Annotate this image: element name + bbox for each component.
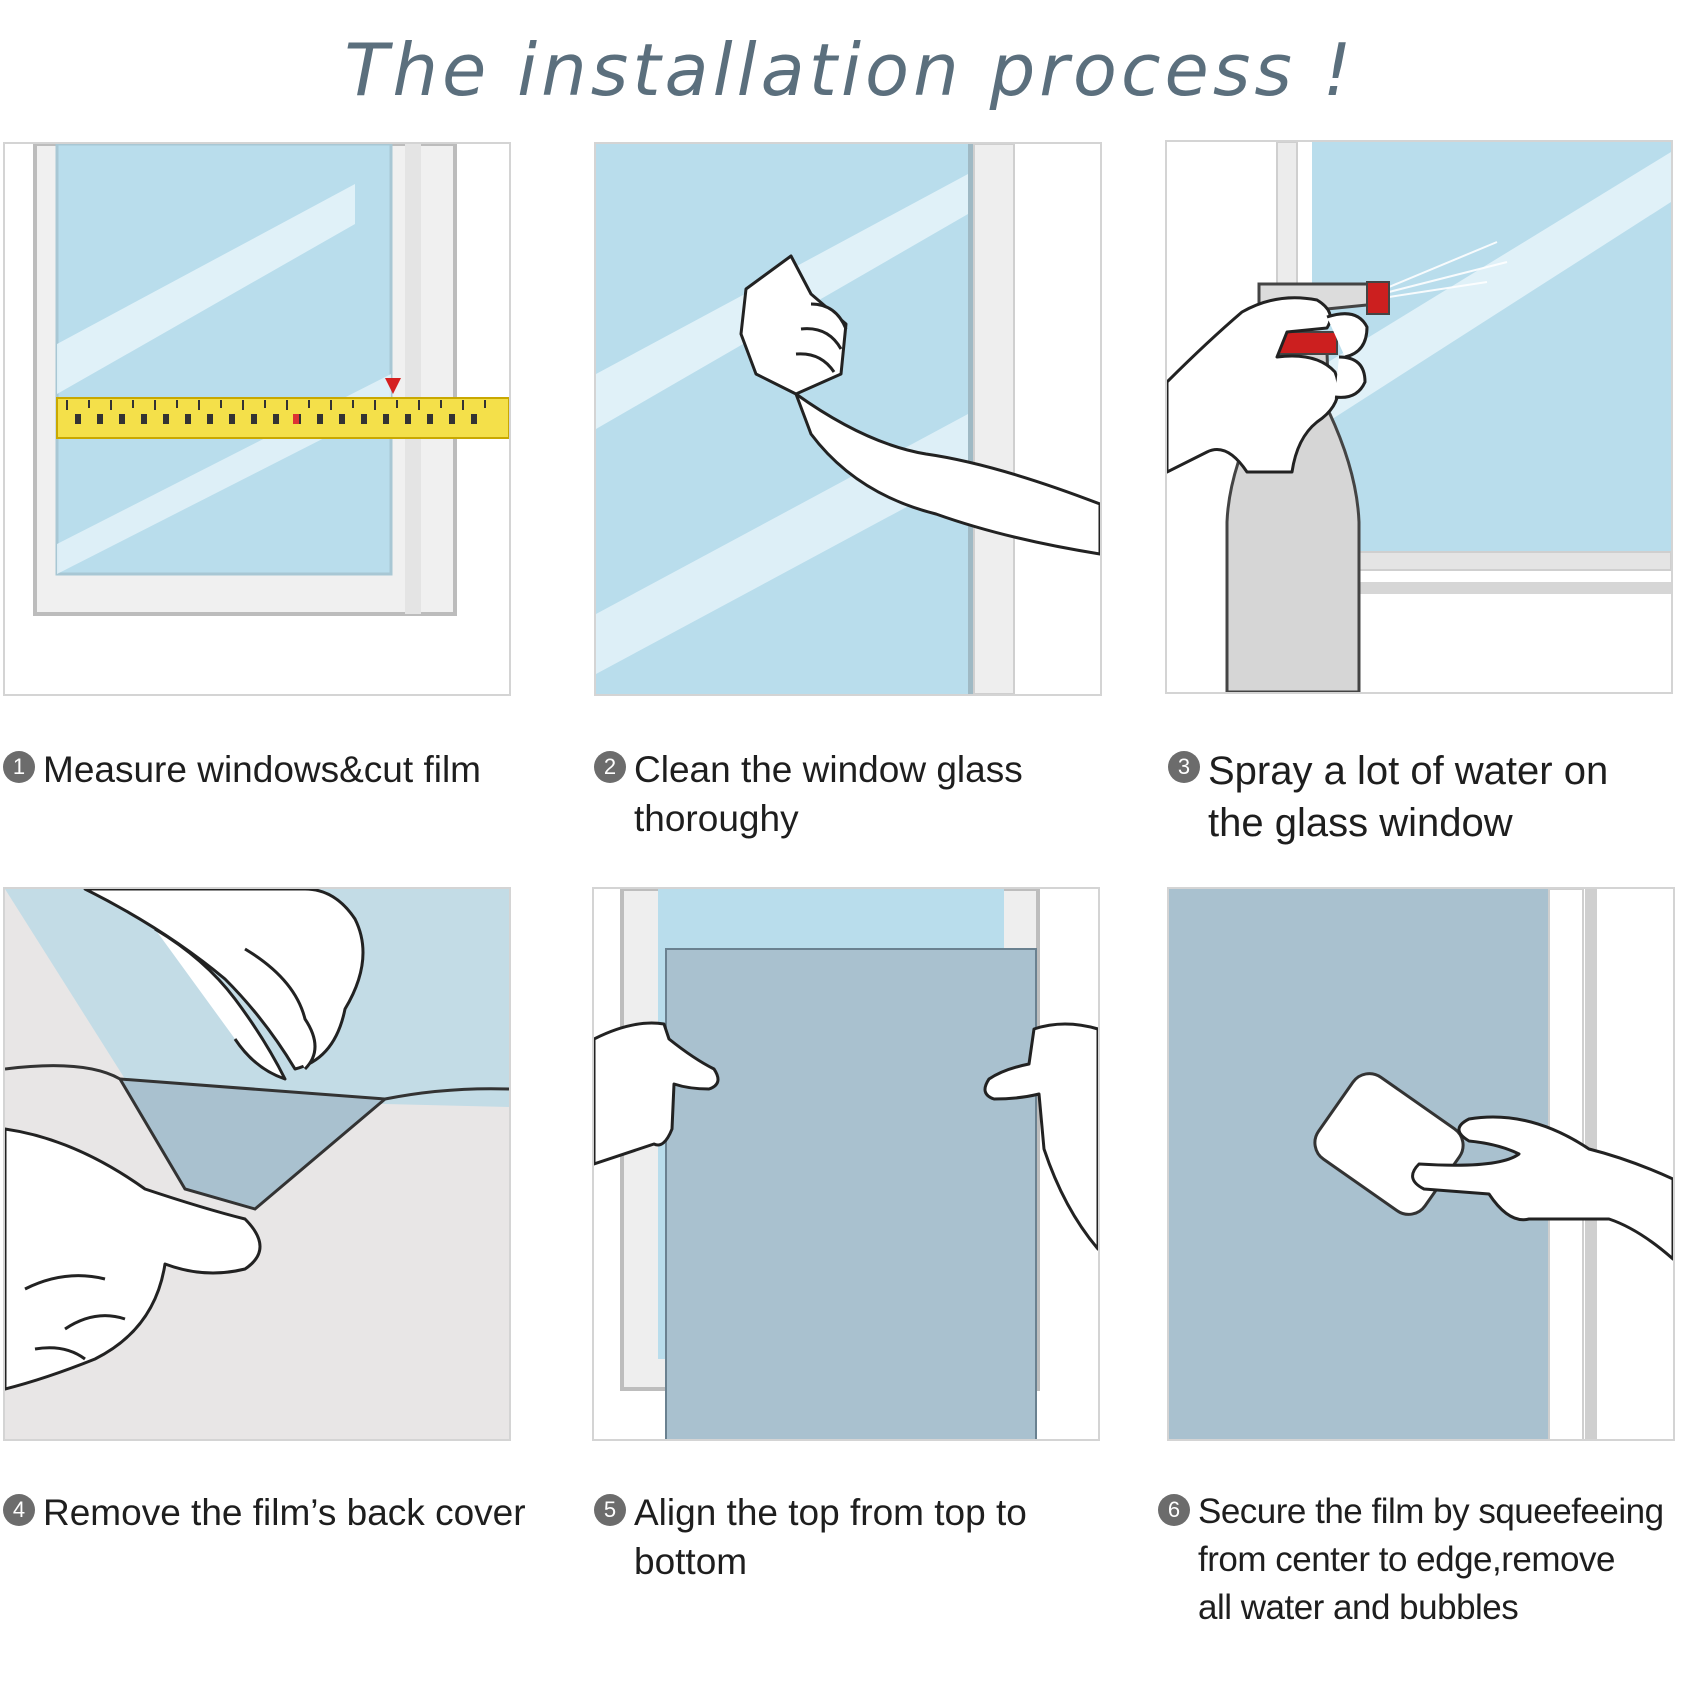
hand-icon [1167, 296, 1369, 474]
step-number-badge: 5 [594, 1494, 626, 1526]
step-text: Measure windows&cut film [43, 749, 481, 790]
step-1-illustration [3, 142, 511, 696]
right-hand-icon [983, 1022, 1098, 1251]
step-3-caption: 3 Spray a lot of water on the glass wind… [1168, 745, 1608, 849]
step-1-caption: 1 Measure windows&cut film [3, 745, 481, 794]
step-text: Clean the window glass thoroughy [634, 749, 1023, 839]
spray-mist-icon [1388, 241, 1508, 298]
step-5-illustration [592, 887, 1100, 1441]
page-title: The installation process ! [344, 28, 1356, 112]
step-number-badge: 1 [3, 751, 35, 783]
tape-measure-icon [56, 378, 509, 439]
step-5-caption: 5 Align the top from top to bottom [594, 1488, 1027, 1586]
hand-cloth-icon [739, 254, 1100, 556]
step-2-illustration [594, 142, 1102, 696]
step-text: Remove the film’s back cover [43, 1492, 526, 1533]
step-text: Secure the film by squeefeeing from cent… [1198, 1492, 1664, 1627]
step-6-caption: 6 Secure the film by squeefeeing from ce… [1158, 1488, 1664, 1632]
step-number-badge: 3 [1168, 751, 1200, 783]
hand-bottom-icon [5, 1127, 262, 1391]
step-text: Align the top from top to bottom [634, 1492, 1027, 1582]
step-2-caption: 2 Clean the window glass thoroughy [594, 745, 1023, 843]
step-6-illustration [1167, 887, 1675, 1441]
step-number-badge: 6 [1158, 1494, 1190, 1526]
hand-icon [1411, 1115, 1673, 1261]
step-text: Spray a lot of water on the glass window [1208, 749, 1609, 845]
step-3-illustration [1165, 140, 1673, 694]
step-4-caption: 4 Remove the film’s back cover [3, 1488, 526, 1537]
left-hand-icon [594, 1021, 720, 1166]
hand-top-icon [83, 889, 365, 1081]
step-number-badge: 4 [3, 1494, 35, 1526]
step-number-badge: 2 [594, 751, 626, 783]
step-4-illustration [3, 887, 511, 1441]
